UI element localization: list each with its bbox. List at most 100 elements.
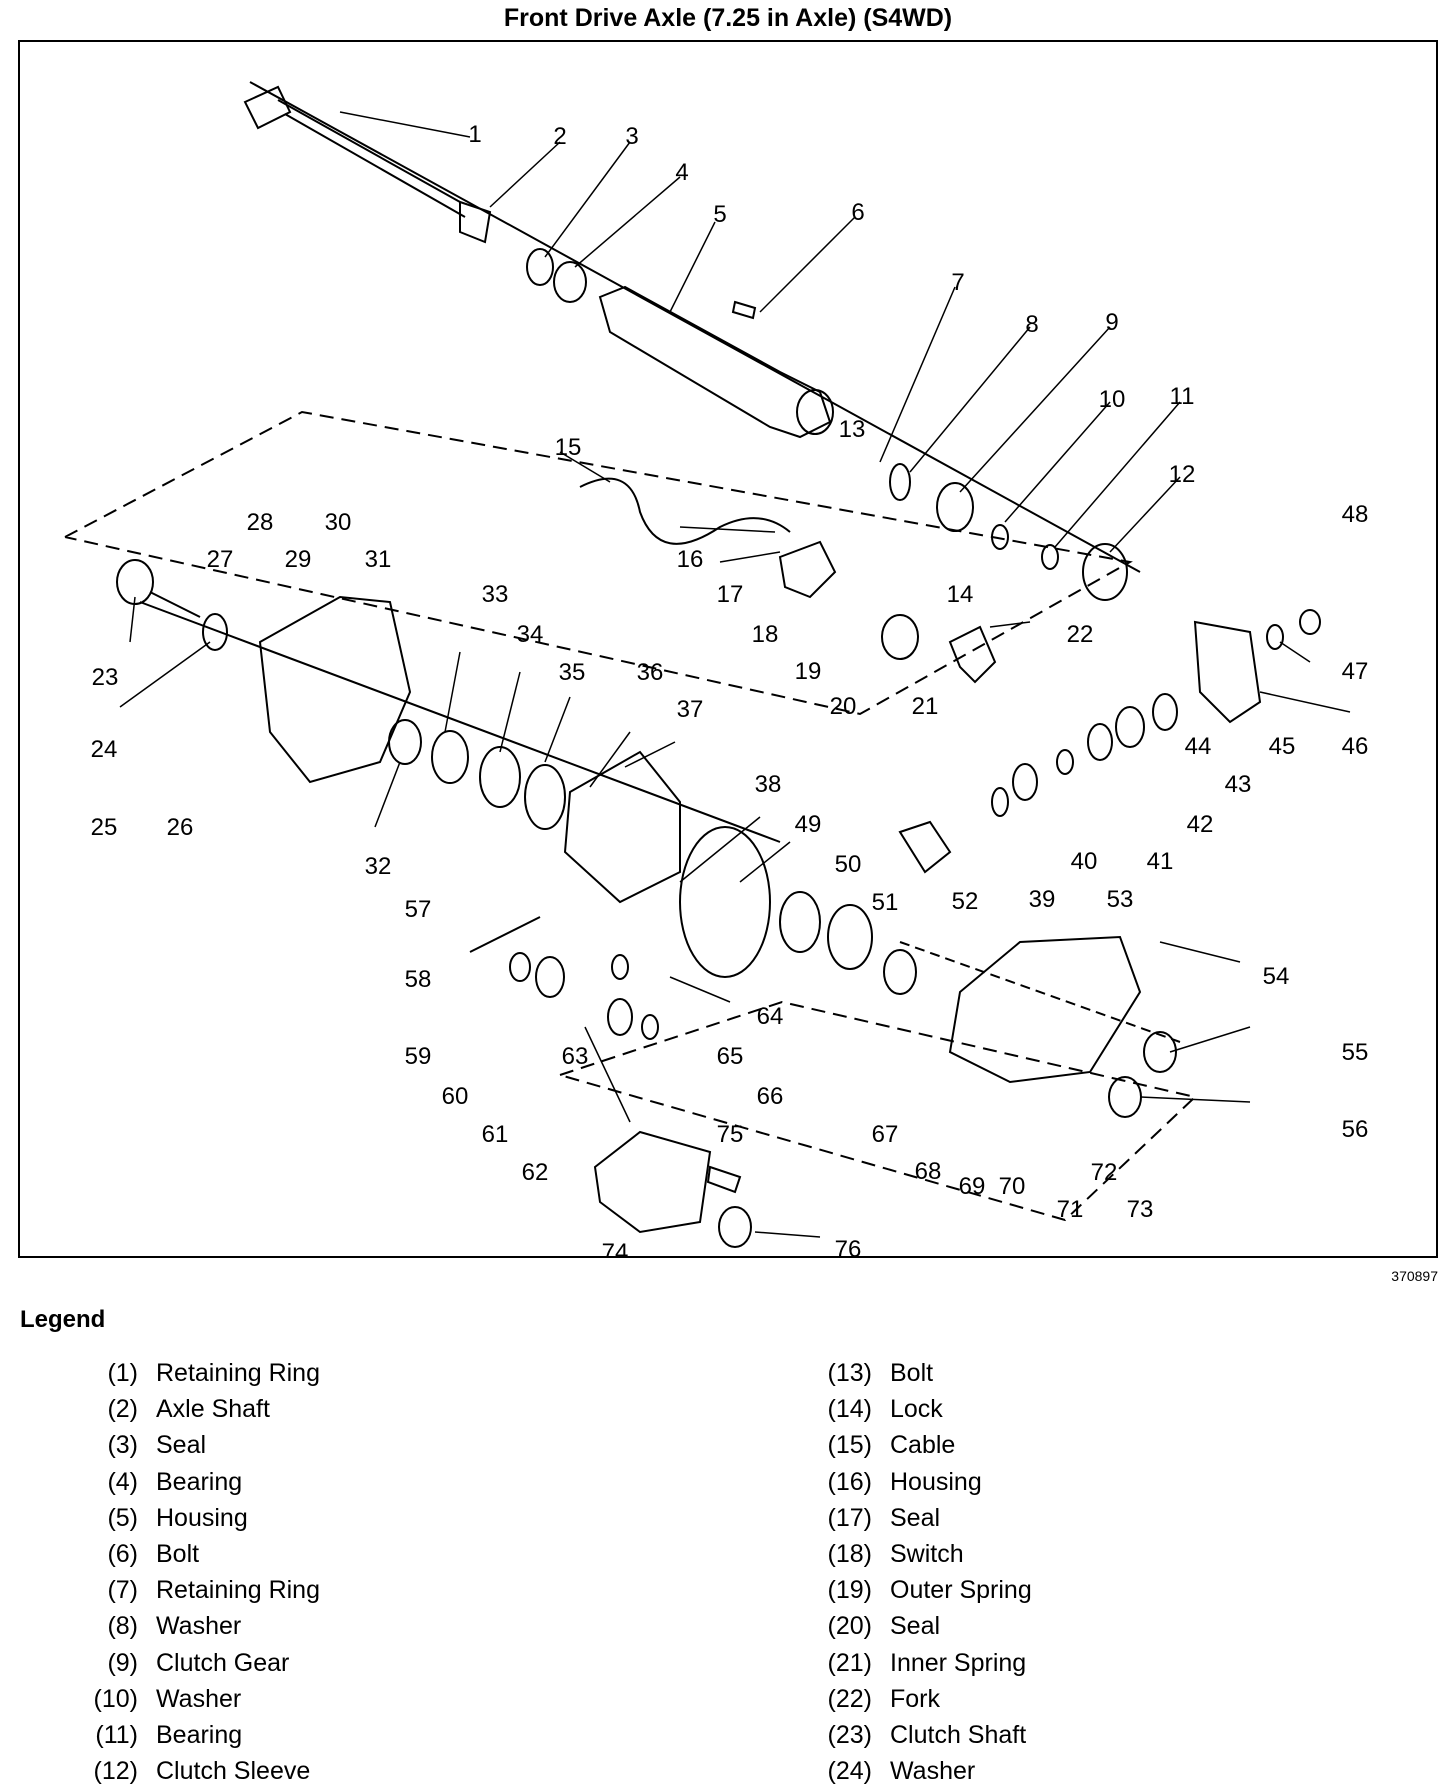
lower-group-outline — [559, 1000, 1198, 1222]
bearing-51-part — [827, 904, 873, 970]
legend-item: (5) Housing — [78, 1500, 320, 1536]
figure-id: 370897 — [1391, 1268, 1438, 1284]
callout-37: 37 — [677, 696, 704, 723]
callout-18: 18 — [752, 621, 779, 648]
bearing-50-part — [779, 891, 821, 953]
actuator-housing-part — [778, 540, 837, 599]
callout-65: 65 — [717, 1043, 744, 1070]
carrier-axis-line — [899, 941, 1181, 1043]
legend-item: (10)Washer — [78, 1681, 320, 1717]
callout-42: 42 — [1187, 811, 1214, 838]
legend-item: (18)Switch — [812, 1536, 1032, 1572]
callout-12: 12 — [1169, 461, 1196, 488]
callout-51: 51 — [872, 889, 899, 916]
callout-75: 75 — [717, 1121, 744, 1148]
legend-number: (8) — [107, 1612, 138, 1641]
legend-label: Cable — [890, 1431, 956, 1460]
callout-13: 13 — [839, 416, 866, 443]
differential-case-part — [563, 750, 681, 904]
diagram-title: Front Drive Axle (7.25 in Axle) (S4WD) — [503, 4, 953, 32]
callout-76: 76 — [835, 1236, 862, 1256]
legend-label: Seal — [890, 1503, 941, 1532]
bearing-34-part — [479, 746, 521, 808]
legend-label: Bolt — [156, 1539, 200, 1568]
legend-label: Housing — [890, 1467, 982, 1496]
legend-label: Housing — [156, 1503, 248, 1532]
tube-bolt-part — [731, 300, 757, 320]
legend-number: (7) — [107, 1576, 138, 1605]
legend-number: (5) — [107, 1503, 138, 1532]
washer-10-part — [991, 524, 1009, 550]
legend-number: (10) — [93, 1684, 138, 1713]
legend-label: Fork — [890, 1684, 940, 1713]
ring-gear-part — [679, 826, 771, 978]
callout-27: 27 — [207, 546, 234, 573]
axle-seal-part — [526, 248, 554, 286]
callout-35: 35 — [559, 659, 586, 686]
pinion-seal-45-part — [1152, 693, 1178, 731]
callout-56: 56 — [1342, 1116, 1369, 1143]
bearing-35-part — [524, 764, 566, 830]
callout-44: 44 — [1185, 733, 1212, 760]
legend-heading: Legend — [20, 1306, 106, 1333]
callout-7: 7 — [951, 269, 964, 296]
callout-48: 48 — [1342, 501, 1369, 528]
legend-number: (17) — [827, 1503, 872, 1532]
washer-47-part — [1266, 624, 1284, 650]
legend-item: (14)Lock — [812, 1391, 1032, 1427]
legend-right-column: (13)Bolt (14)Lock (15)Cable (16)Housing … — [812, 1355, 1032, 1789]
callout-64: 64 — [757, 1003, 784, 1030]
callout-72: 72 — [1091, 1159, 1118, 1186]
side-gear-58-part — [509, 952, 531, 982]
callout-67: 67 — [872, 1121, 899, 1148]
legend-number: (15) — [827, 1431, 872, 1460]
legend-label: Axle Shaft — [156, 1395, 270, 1424]
callout-52: 52 — [952, 888, 979, 915]
callout-50: 50 — [835, 851, 862, 878]
bearing-56-part — [1108, 1076, 1142, 1118]
legend-item: (3)Seal — [78, 1427, 320, 1463]
legend-number: (24) — [827, 1757, 872, 1786]
callout-41: 41 — [1147, 848, 1174, 875]
legend-number: (11) — [95, 1720, 138, 1749]
bearing-55-part — [1143, 1031, 1177, 1073]
legend-label: Switch — [890, 1539, 964, 1568]
callout-2: 2 — [553, 123, 566, 150]
legend-label: Retaining Ring — [156, 1576, 320, 1605]
legend-item: (20)Seal — [812, 1608, 1032, 1644]
legend-left-column: (1)Retaining Ring (2)Axle Shaft (3)Seal … — [78, 1355, 320, 1789]
legend-item: (9)Clutch Gear — [78, 1645, 320, 1681]
callout-22: 22 — [1067, 621, 1094, 648]
callout-11: 11 — [1170, 383, 1195, 410]
callout-26: 26 — [167, 814, 194, 841]
legend-item: (24)Washer — [812, 1753, 1032, 1789]
legend-number: (23) — [827, 1720, 872, 1749]
callout-6: 6 — [851, 199, 864, 226]
callout-62: 62 — [522, 1159, 549, 1186]
callout-49: 49 — [795, 811, 822, 838]
legend-label: Outer Spring — [890, 1576, 1032, 1605]
legend-item: (16)Housing — [812, 1464, 1032, 1500]
callout-8: 8 — [1025, 311, 1038, 338]
callout-69: 69 — [959, 1173, 986, 1200]
legend-number: (6) — [107, 1539, 138, 1568]
clutch-sleeve-part — [1082, 543, 1128, 601]
callout-45: 45 — [1269, 733, 1296, 760]
callout-32: 32 — [365, 853, 392, 880]
legend-number: (14) — [827, 1395, 872, 1424]
callout-28: 28 — [247, 509, 274, 536]
exploded-view-diagram: 1234567891011121314151617181920212223242… — [64, 81, 1369, 1256]
callout-10: 10 — [1099, 386, 1126, 413]
legend-label: Retaining Ring — [156, 1359, 320, 1387]
legend-label: Bearing — [156, 1720, 243, 1749]
callout-4: 4 — [675, 159, 688, 186]
callout-38: 38 — [755, 771, 782, 798]
washer-24-part — [202, 613, 228, 651]
legend-label: Clutch Gear — [156, 1648, 290, 1677]
side-gear-59-part — [535, 956, 565, 998]
callout-39: 39 — [1029, 886, 1056, 913]
axle-housing-left-part — [258, 595, 412, 784]
legend-number: (22) — [827, 1684, 872, 1713]
clutch-shaft-part — [116, 559, 201, 618]
callout-20: 20 — [830, 693, 857, 720]
